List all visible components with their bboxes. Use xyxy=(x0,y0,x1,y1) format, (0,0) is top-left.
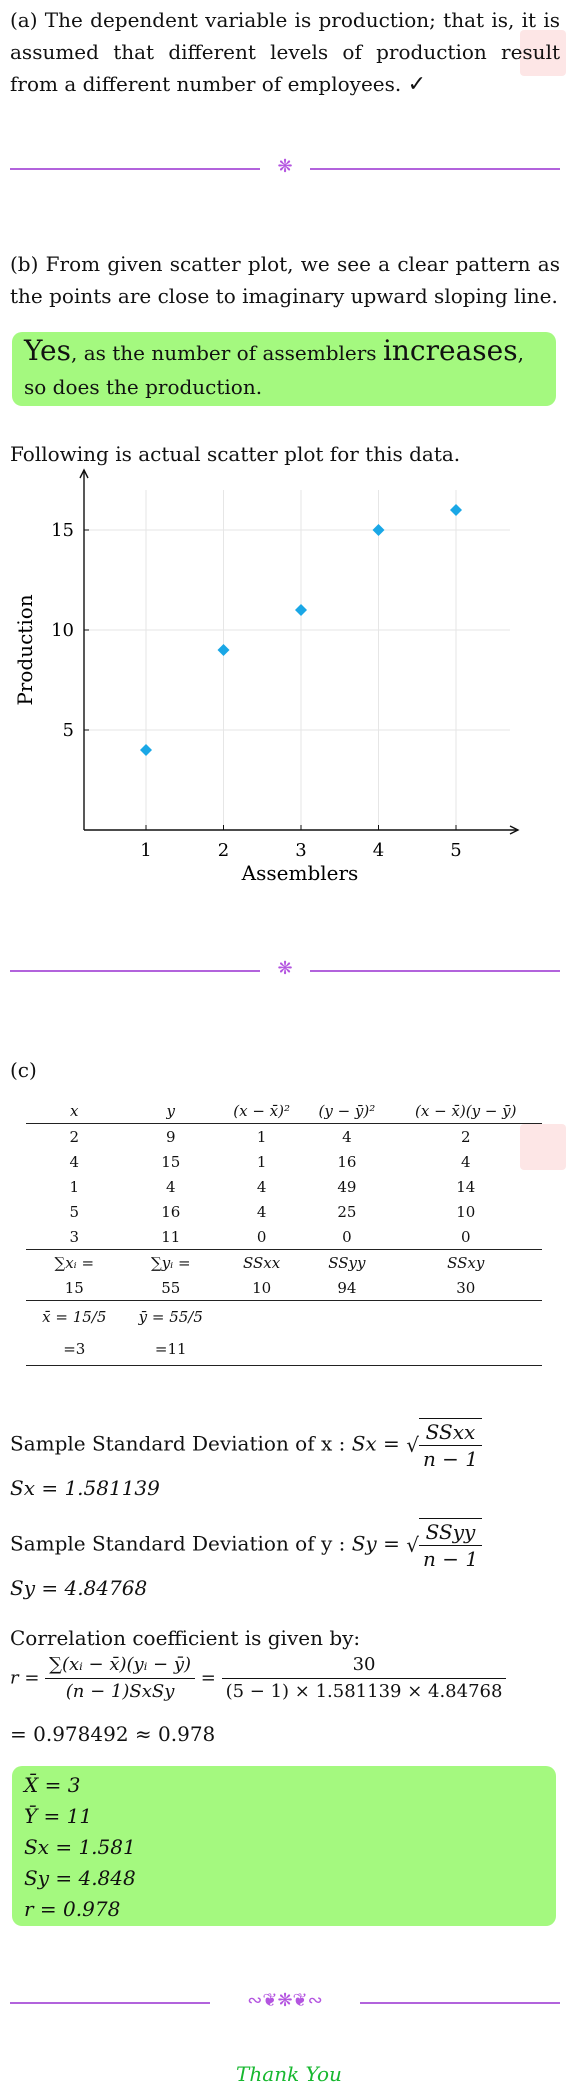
summary-highlight-box: X̄ = 3 Ȳ = 11 Sx = 1.581 Sy = 4.848 r = … xyxy=(12,1766,556,1926)
table-header: (x − x̄)² xyxy=(219,1098,305,1124)
watermark-stamp xyxy=(520,1124,566,1170)
sy-formula-line: Sample Standard Deviation of y : Sy = √S… xyxy=(10,1518,560,1572)
sx-formula-line: Sample Standard Deviation of x : Sx = √S… xyxy=(10,1418,560,1472)
sqrt-icon: √ xyxy=(406,1433,419,1457)
sqrt-icon: √ xyxy=(406,1533,419,1557)
table-header: y xyxy=(122,1098,220,1124)
x-tick-label: 5 xyxy=(450,840,461,861)
yes-word: Yes xyxy=(24,334,71,367)
thank-you-text: Thank You xyxy=(236,2062,342,2086)
flower-ornament-icon: ❋ xyxy=(277,958,293,979)
flower-ornament-icon: ❋ xyxy=(277,156,293,177)
correlation-value: = 0.978492 ≈ 0.978 xyxy=(10,1722,216,1746)
checkmark-icon: ✓ xyxy=(407,72,427,97)
summary-mean-y: Ȳ = 11 xyxy=(24,1804,93,1828)
y-tick-label: 15 xyxy=(51,520,74,541)
summary-mean-x: X̄ = 3 xyxy=(24,1773,81,1797)
section-divider: ❋ xyxy=(10,958,560,980)
answer-highlight-box: Yes, as the number of assemblers increas… xyxy=(12,332,556,406)
scatter-plot: 1 2 3 4 5 5 10 15 Assemblers Production xyxy=(13,468,520,885)
x-tick-label: 3 xyxy=(295,840,306,861)
data-point xyxy=(295,604,307,616)
summary-sy: Sy = 4.848 xyxy=(24,1866,136,1890)
table-header: (y − ȳ)² xyxy=(304,1098,390,1124)
x-tick-label: 4 xyxy=(373,840,384,861)
section-divider: ❋ xyxy=(10,156,560,178)
y-tick-label: 5 xyxy=(63,720,74,741)
part-c-label: (c) xyxy=(10,1058,37,1082)
data-point xyxy=(450,504,462,516)
x-axis-label: Assemblers xyxy=(241,861,359,885)
summary-r: r = 0.978 xyxy=(24,1897,121,1921)
table-header-row: x y (x − x̄)² (y − ȳ)² (x − x̄)(y − ȳ) xyxy=(26,1098,542,1124)
y-tick-label: 10 xyxy=(51,620,74,641)
x-axis-arrow-icon xyxy=(509,825,520,835)
correlation-formula: r = ∑(xᵢ − x̄)(yᵢ − ȳ)(n − 1)SxSy = 30(5… xyxy=(10,1652,560,1705)
part-b-text: (b) From given scatter plot, we see a cl… xyxy=(10,252,560,308)
table-header: (x − x̄)(y − ȳ) xyxy=(389,1098,542,1124)
final-divider: ∾❦❋❦∾ xyxy=(10,1990,560,2012)
watermark-stamp xyxy=(520,30,566,76)
table-mean-row: =3=11 xyxy=(26,1333,542,1366)
y-axis-arrow-icon xyxy=(79,468,89,479)
correlation-intro: Correlation coefficient is given by: xyxy=(10,1626,361,1650)
summary-sx: Sx = 1.581 xyxy=(24,1835,136,1859)
sy-value: Sy = 4.84768 xyxy=(10,1576,148,1600)
table-header: x xyxy=(26,1098,123,1124)
increases-word: increases xyxy=(382,334,518,367)
x-tick-label: 2 xyxy=(218,840,229,861)
calculation-table: x y (x − x̄)² (y − ȳ)² (x − x̄)(y − ȳ) 2… xyxy=(26,1098,542,1366)
part-a-text: (a) The dependent variable is production… xyxy=(10,8,560,97)
sx-value: Sx = 1.581139 xyxy=(10,1476,160,1500)
data-point xyxy=(372,524,385,536)
scatter-intro: Following is actual scatter plot for thi… xyxy=(10,442,461,466)
data-point xyxy=(140,744,152,756)
x-tick-label: 1 xyxy=(140,840,151,861)
data-point xyxy=(217,644,230,656)
scroll-ornament-icon: ∾❦❋❦∾ xyxy=(247,1990,323,2011)
y-axis-label: Production xyxy=(13,594,37,705)
